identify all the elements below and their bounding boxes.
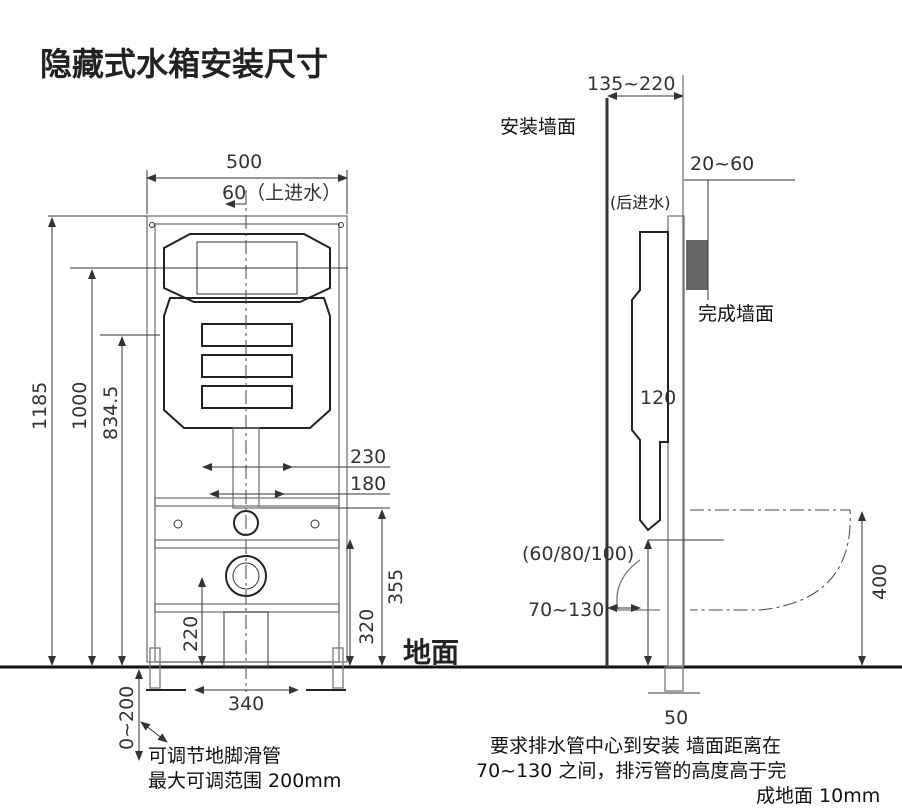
dim-1185: 1185: [29, 382, 51, 430]
dim-60-top-inlet: 60（上进水）: [222, 182, 341, 204]
side-note-line2: 70~130 之间，排污管的高度高于完: [476, 760, 786, 782]
dim-355: 355: [385, 569, 407, 605]
dim-500: 500: [226, 151, 262, 173]
pipe-sizes-label: (60/80/100): [522, 543, 634, 565]
dim-20-60: 20~60: [690, 153, 754, 175]
dim-340: 340: [228, 693, 264, 715]
side-view: 135~220 安装墙面 20~60 (后进水) 完成墙面 120 (60/80…: [476, 73, 891, 807]
side-note-line3: 成地面 10mm: [756, 785, 880, 807]
dim-0-200: 0~200: [116, 686, 138, 750]
side-note-line1: 要求排水管中心到安装 墙面距离在: [490, 735, 781, 757]
dim-320: 320: [356, 609, 378, 645]
dim-230: 230: [350, 446, 386, 468]
dim-1000: 1000: [69, 382, 91, 430]
dim-70-130: 70~130: [528, 599, 604, 621]
floor-label: 地面: [403, 636, 459, 669]
dim-180: 180: [350, 473, 386, 495]
dim-120: 120: [640, 387, 676, 409]
leg-note-line1: 可调节地脚滑管: [148, 745, 281, 767]
install-wall-label: 安装墙面: [500, 116, 576, 138]
dim-50: 50: [664, 707, 688, 729]
dim-220: 220: [180, 616, 202, 652]
dim-135-220: 135~220: [587, 73, 675, 95]
front-frame: [146, 190, 348, 692]
front-dimensions: 500 60（上进水） 1185 1000 834.5 230 180 355 …: [29, 151, 407, 792]
dim-834-5: 834.5: [100, 386, 122, 440]
diagram-title: 隐藏式水箱安装尺寸: [40, 45, 328, 83]
finished-wall-label: 完成墙面: [698, 303, 774, 325]
rear-inlet-label: (后进水): [610, 193, 671, 212]
leg-note-line2: 最大可调范围 200mm: [148, 770, 341, 792]
dim-400: 400: [869, 564, 891, 600]
